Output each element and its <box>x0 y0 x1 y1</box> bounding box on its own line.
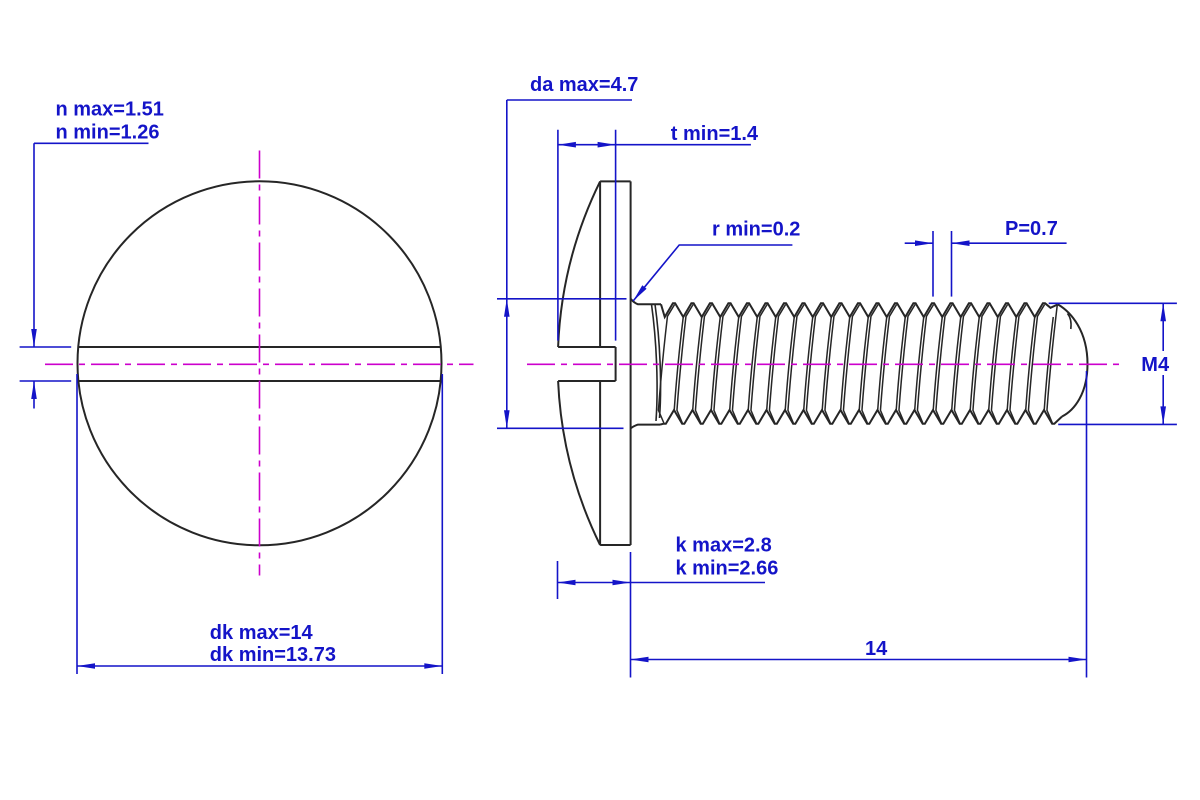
svg-text:dk min=13.73: dk min=13.73 <box>210 644 336 666</box>
svg-text:M4: M4 <box>1141 354 1170 376</box>
svg-text:14: 14 <box>865 638 888 660</box>
svg-text:t min=1.4: t min=1.4 <box>671 123 759 145</box>
svg-text:r min=0.2: r min=0.2 <box>712 218 800 240</box>
svg-text:k min=2.66: k min=2.66 <box>676 558 779 580</box>
svg-text:da max=4.7: da max=4.7 <box>530 74 638 96</box>
svg-text:dk max=14: dk max=14 <box>210 622 314 644</box>
svg-text:n min=1.26: n min=1.26 <box>56 121 160 143</box>
svg-text:P=0.7: P=0.7 <box>1005 218 1058 240</box>
svg-text:k max=2.8: k max=2.8 <box>676 535 772 557</box>
svg-text:n max=1.51: n max=1.51 <box>56 98 164 120</box>
